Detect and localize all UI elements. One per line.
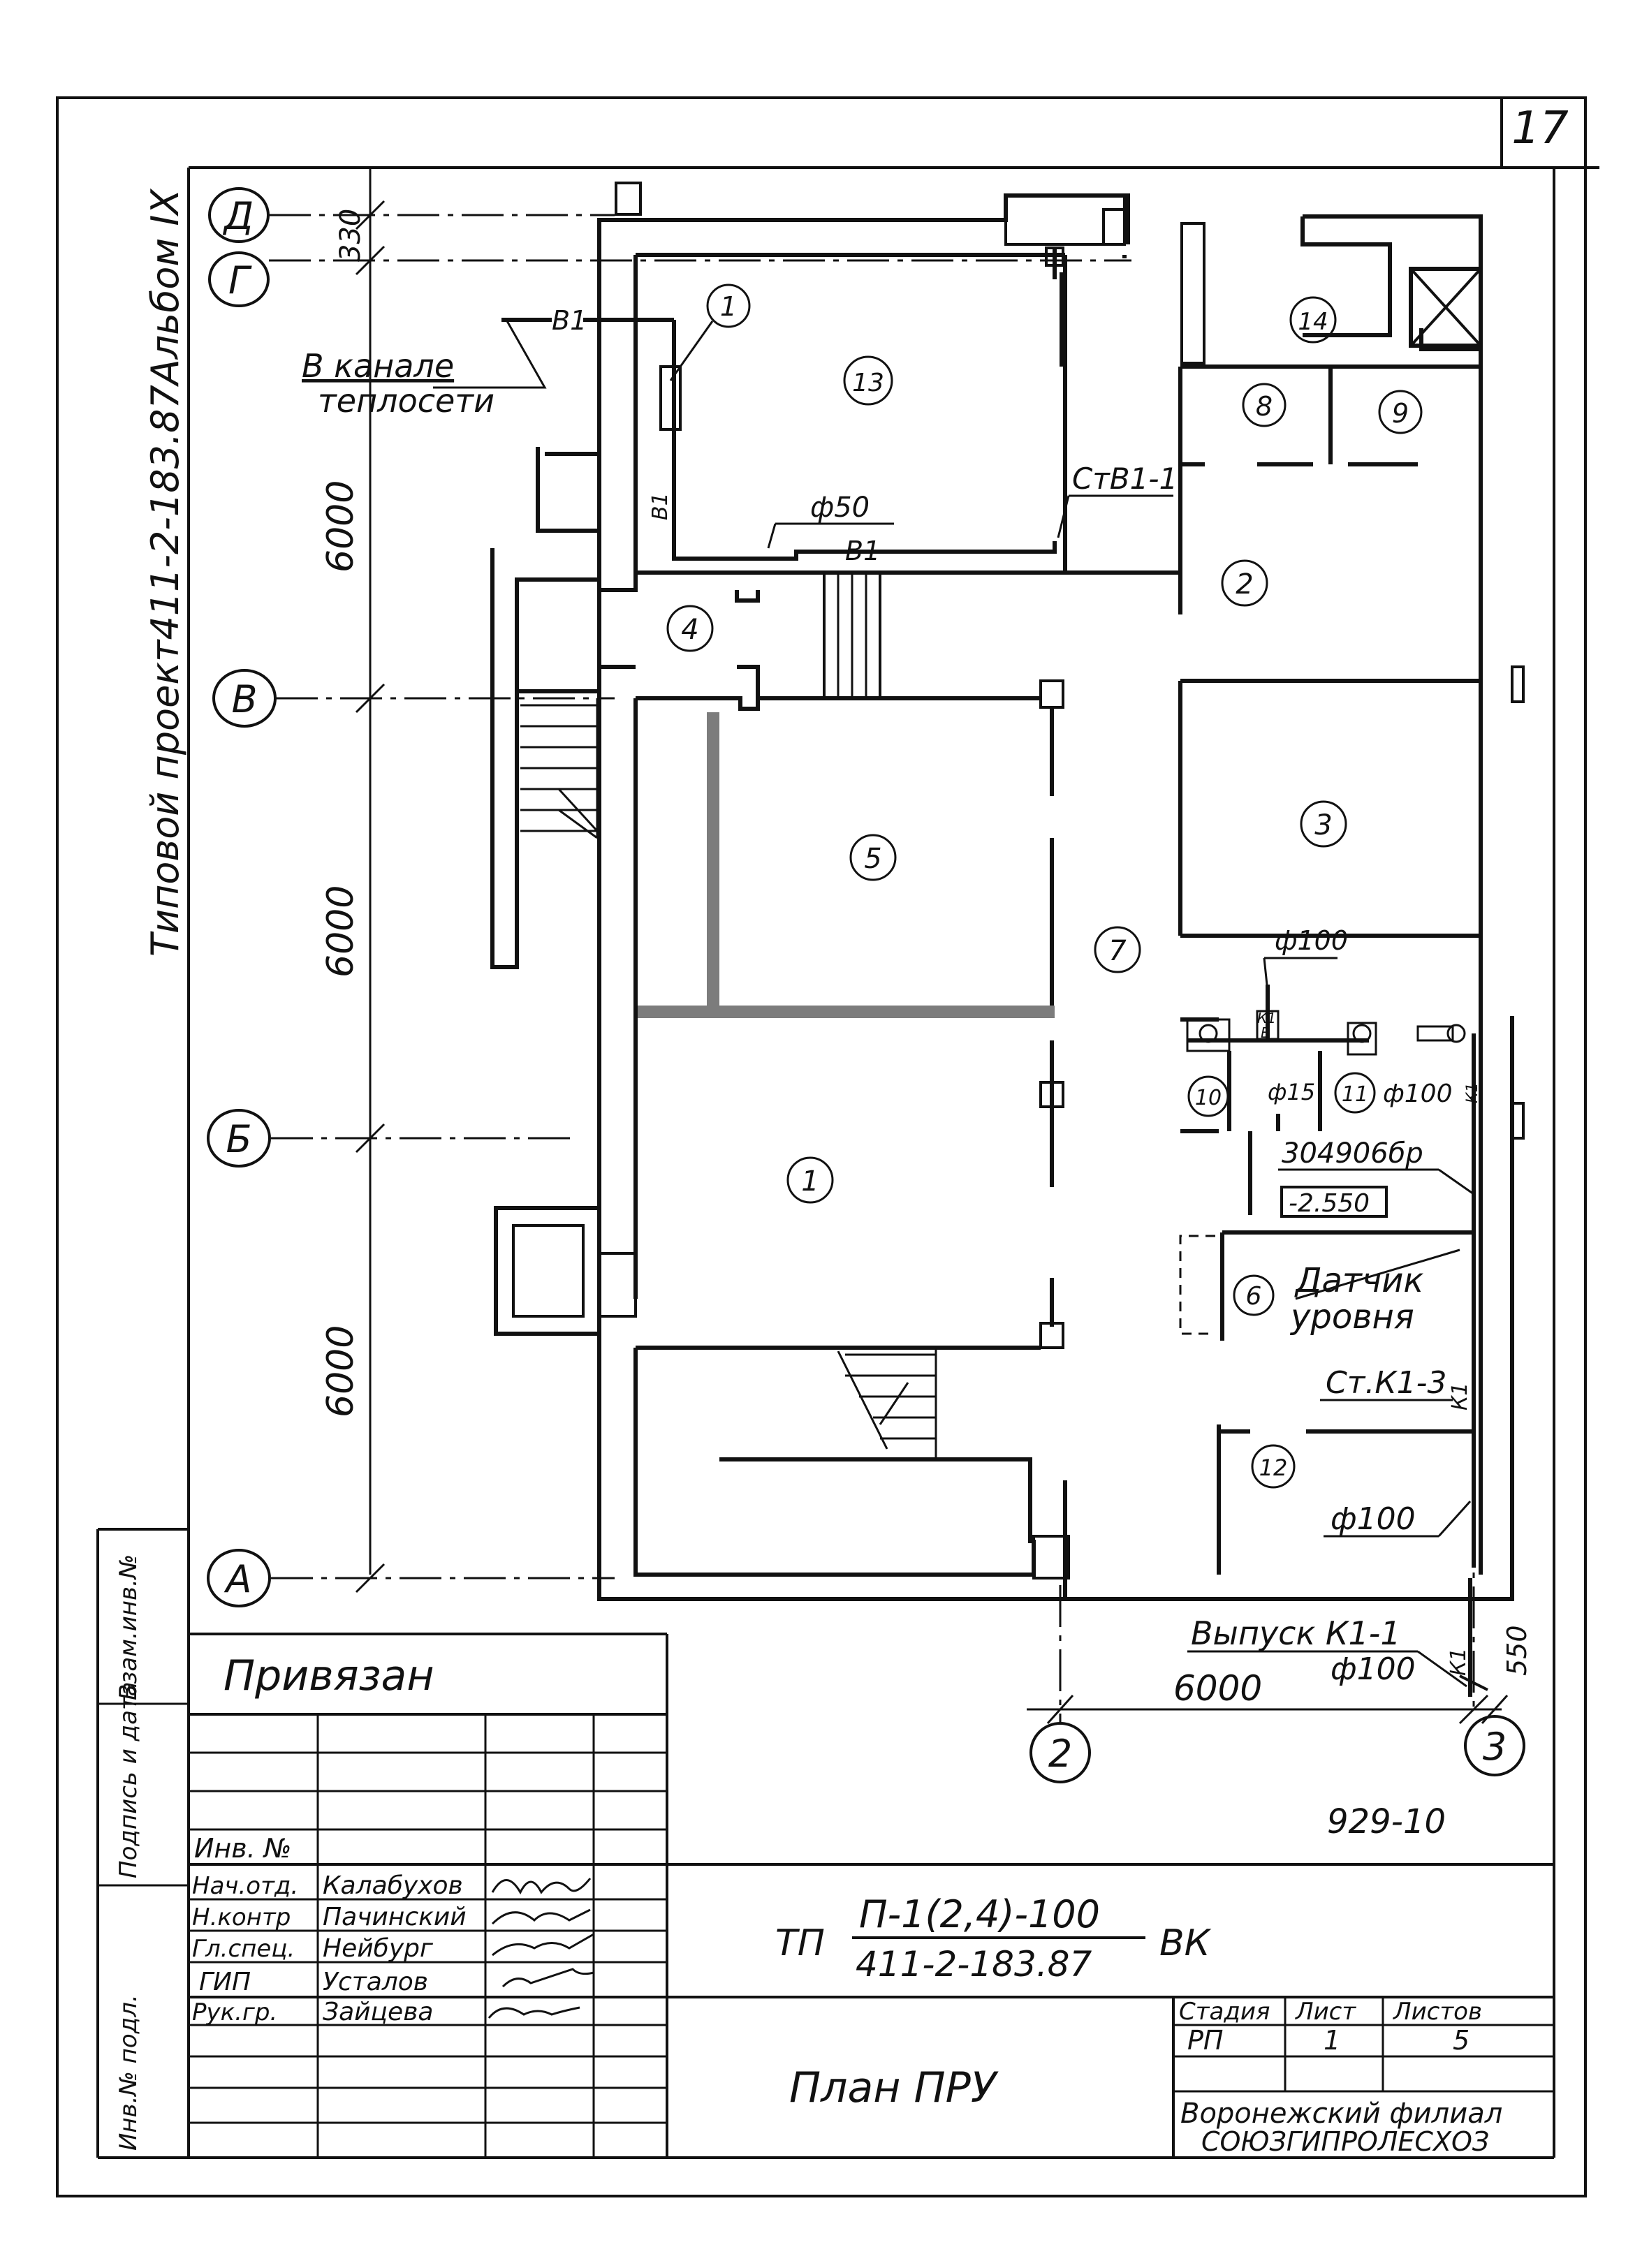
room-13: 13 bbox=[852, 369, 884, 397]
axis-b: Б bbox=[207, 1109, 573, 1168]
role-0: Нач.отд. bbox=[192, 1872, 298, 1900]
axis-b-label: Б bbox=[226, 1117, 251, 1161]
stamp-privyazan: Привязан bbox=[223, 1651, 434, 1700]
axis-col-2: 2 bbox=[1029, 1585, 1091, 1783]
name-0: Калабухов bbox=[323, 1871, 463, 1900]
stamp-inv-no: Инв. № bbox=[194, 1833, 291, 1864]
dim-6000-mid: 6000 bbox=[320, 885, 362, 978]
org-line2: СОЮЗГИПРОЛЕСХОЗ bbox=[1201, 2126, 1489, 2157]
label-b1-horizontal: В1 bbox=[845, 536, 880, 566]
dim-6000-bottom: 6000 bbox=[1173, 1668, 1262, 1709]
axis-d: Д bbox=[208, 187, 615, 243]
axis-a: А bbox=[207, 1549, 615, 1607]
axis-col3-label: 3 bbox=[1483, 1725, 1507, 1769]
label-level: -2.550 bbox=[1289, 1189, 1370, 1218]
staircase-bottom bbox=[837, 1348, 937, 1459]
label-phi100-right: ф100 bbox=[1383, 1080, 1453, 1108]
sheet-frame bbox=[56, 96, 1599, 2197]
code-prefix: ТП bbox=[775, 1922, 825, 1964]
axis-g: Г bbox=[208, 251, 1131, 307]
room-5: 5 bbox=[864, 843, 881, 875]
room-labels: 13 14 8 9 2 4 3 5 7 10 11 1 6 12 1 bbox=[666, 284, 1423, 1489]
label-phi15: ф15 bbox=[1268, 1079, 1315, 1105]
org-line1: Воронежский филиал bbox=[1180, 2098, 1502, 2130]
staircase-top bbox=[520, 698, 599, 839]
sheets-value: 5 bbox=[1453, 2025, 1470, 2056]
signatures bbox=[488, 1878, 594, 2019]
label-b-small: В bbox=[1261, 1024, 1270, 1041]
axis-col2-label: 2 bbox=[1048, 1732, 1072, 1776]
dim-6000-bot: 6000 bbox=[320, 1325, 362, 1418]
label-stk1-3: Ст.К1-3 bbox=[1326, 1365, 1446, 1401]
label-k1-outlet: К1 bbox=[1446, 1648, 1471, 1676]
equipment-1: 1 bbox=[720, 291, 737, 322]
label-phi50: ф50 bbox=[810, 492, 870, 524]
building-walls bbox=[490, 182, 1525, 1601]
name-1: Пачинский bbox=[323, 1903, 467, 1931]
room-14: 14 bbox=[1298, 308, 1328, 336]
side-col-2: Инв.№ подл. bbox=[115, 1994, 142, 2151]
room-3: 3 bbox=[1314, 809, 1332, 841]
axis-g-label: Г bbox=[228, 258, 252, 302]
stage-value: РП bbox=[1187, 2025, 1224, 2056]
side-col-1: Подпись и дата bbox=[115, 1681, 142, 1878]
label-outlet: Выпуск К1-1 bbox=[1191, 1614, 1401, 1652]
dim-550: 550 bbox=[1502, 1625, 1532, 1676]
label-canal-1: В канале bbox=[302, 347, 454, 385]
room-4: 4 bbox=[681, 614, 698, 646]
room-6: 6 bbox=[1246, 1282, 1262, 1311]
sheet-number: 17 bbox=[1511, 103, 1569, 154]
plumbing-fixtures bbox=[1186, 1018, 1466, 1056]
label-b1-vertical: В1 bbox=[648, 492, 673, 520]
label-k1-vert: К1 bbox=[1448, 1383, 1472, 1411]
stage-header: Стадия bbox=[1179, 1998, 1270, 2026]
dim-330: 330 bbox=[335, 209, 367, 262]
vertical-dimension-chain bbox=[355, 168, 386, 1593]
label-phi100-top: ф100 bbox=[1275, 925, 1348, 956]
label-fitting: 304906бр bbox=[1282, 1137, 1423, 1170]
annotations: В1 В канале теплосети В1 ф50 В1 СтВ1-1 ф… bbox=[302, 305, 1481, 1688]
axis-v: В bbox=[212, 669, 615, 728]
role-3: ГИП bbox=[199, 1968, 251, 1996]
label-b1-top: В1 bbox=[552, 305, 587, 336]
name-2: Нейбург bbox=[323, 1934, 434, 1963]
room-9: 9 bbox=[1392, 398, 1409, 429]
code-denominator: 411-2-183.87 bbox=[856, 1944, 1092, 1984]
room-10: 10 bbox=[1195, 1086, 1222, 1110]
drawing-code: 929-10 bbox=[1327, 1802, 1446, 1841]
code-numerator: П-1(2,4)-100 bbox=[859, 1892, 1100, 1936]
axis-a-label: А bbox=[224, 1557, 252, 1601]
room-2: 2 bbox=[1236, 568, 1253, 601]
room-12: 12 bbox=[1259, 1455, 1288, 1481]
label-k1-right: К1 bbox=[1464, 1082, 1481, 1103]
name-4: Зайцева bbox=[323, 1998, 433, 2026]
room-11: 11 bbox=[1342, 1082, 1368, 1107]
label-outlet-phi: ф100 bbox=[1331, 1651, 1416, 1687]
label-phi100-bottom: ф100 bbox=[1331, 1501, 1416, 1537]
axis-d-label: Д bbox=[223, 194, 254, 238]
sheet-title: План ПРУ bbox=[789, 2063, 999, 2112]
pipes bbox=[501, 246, 1488, 1697]
role-1: Н.контр bbox=[192, 1904, 291, 1931]
room-7: 7 bbox=[1108, 935, 1127, 967]
label-stb1-1: СтВ1-1 bbox=[1072, 462, 1178, 496]
title-block-lines bbox=[98, 1633, 1554, 2158]
dim-6000-top: 6000 bbox=[320, 480, 362, 573]
axis-v-label: В bbox=[231, 677, 257, 721]
name-3: Усталов bbox=[323, 1968, 428, 1996]
code-suffix: ВК bbox=[1159, 1922, 1212, 1964]
side-col-0: Взам.инв.№ bbox=[115, 1554, 142, 1700]
role-4: Рук.гр. bbox=[192, 1998, 277, 2026]
room-8: 8 bbox=[1256, 391, 1273, 422]
sheet-value: 1 bbox=[1324, 2025, 1340, 2056]
sheets-header: Листов bbox=[1392, 1998, 1482, 2026]
side-title: Типовой проект411-2-183.87Альбом IX bbox=[143, 189, 187, 957]
label-sensor-2: уровня bbox=[1289, 1297, 1414, 1336]
room-1: 1 bbox=[801, 1165, 819, 1198]
horizontal-dimension bbox=[1027, 1694, 1509, 1725]
role-2: Гл.спец. bbox=[192, 1935, 295, 1963]
sheet-header: Лист bbox=[1294, 1998, 1356, 2026]
label-k1-small: К1 bbox=[1257, 1010, 1276, 1026]
